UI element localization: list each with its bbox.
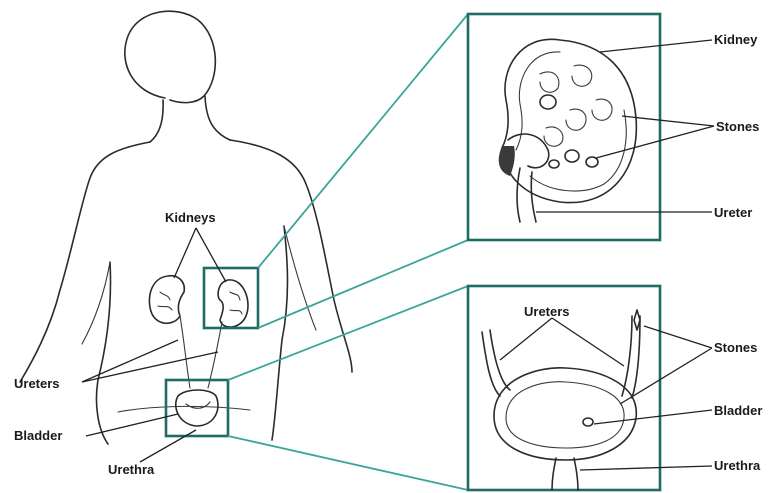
bladder-inset-illustration <box>482 310 640 490</box>
connector-kidney-top <box>258 14 468 268</box>
label-stones-upper: Stones <box>716 119 759 134</box>
connector-kidney-bottom <box>258 240 468 328</box>
label-ureters-inset: Ureters <box>524 304 570 319</box>
kidney-zoom-box <box>204 268 258 328</box>
label-ureter-right: Ureter <box>714 205 752 220</box>
body-kidney-left <box>149 276 184 324</box>
body-ureter-left <box>180 316 190 388</box>
label-bladder-right: Bladder <box>714 403 762 418</box>
label-kidney-right: Kidney <box>714 32 758 47</box>
body-ureter-right <box>208 322 222 388</box>
kidney-inset-frame <box>468 14 660 240</box>
connector-bladder-bottom <box>228 436 468 490</box>
label-bladder-left: Bladder <box>14 428 62 443</box>
connector-bladder-top <box>228 286 468 380</box>
body-kidney-right <box>218 280 248 327</box>
label-stones-lower: Stones <box>714 340 757 355</box>
label-urethra-left: Urethra <box>108 462 155 477</box>
label-urethra-right: Urethra <box>714 458 761 473</box>
body-bladder <box>176 390 218 426</box>
kidney-inset-illustration <box>499 39 637 222</box>
label-ureters-left: Ureters <box>14 376 60 391</box>
label-kidneys: Kidneys <box>165 210 216 225</box>
